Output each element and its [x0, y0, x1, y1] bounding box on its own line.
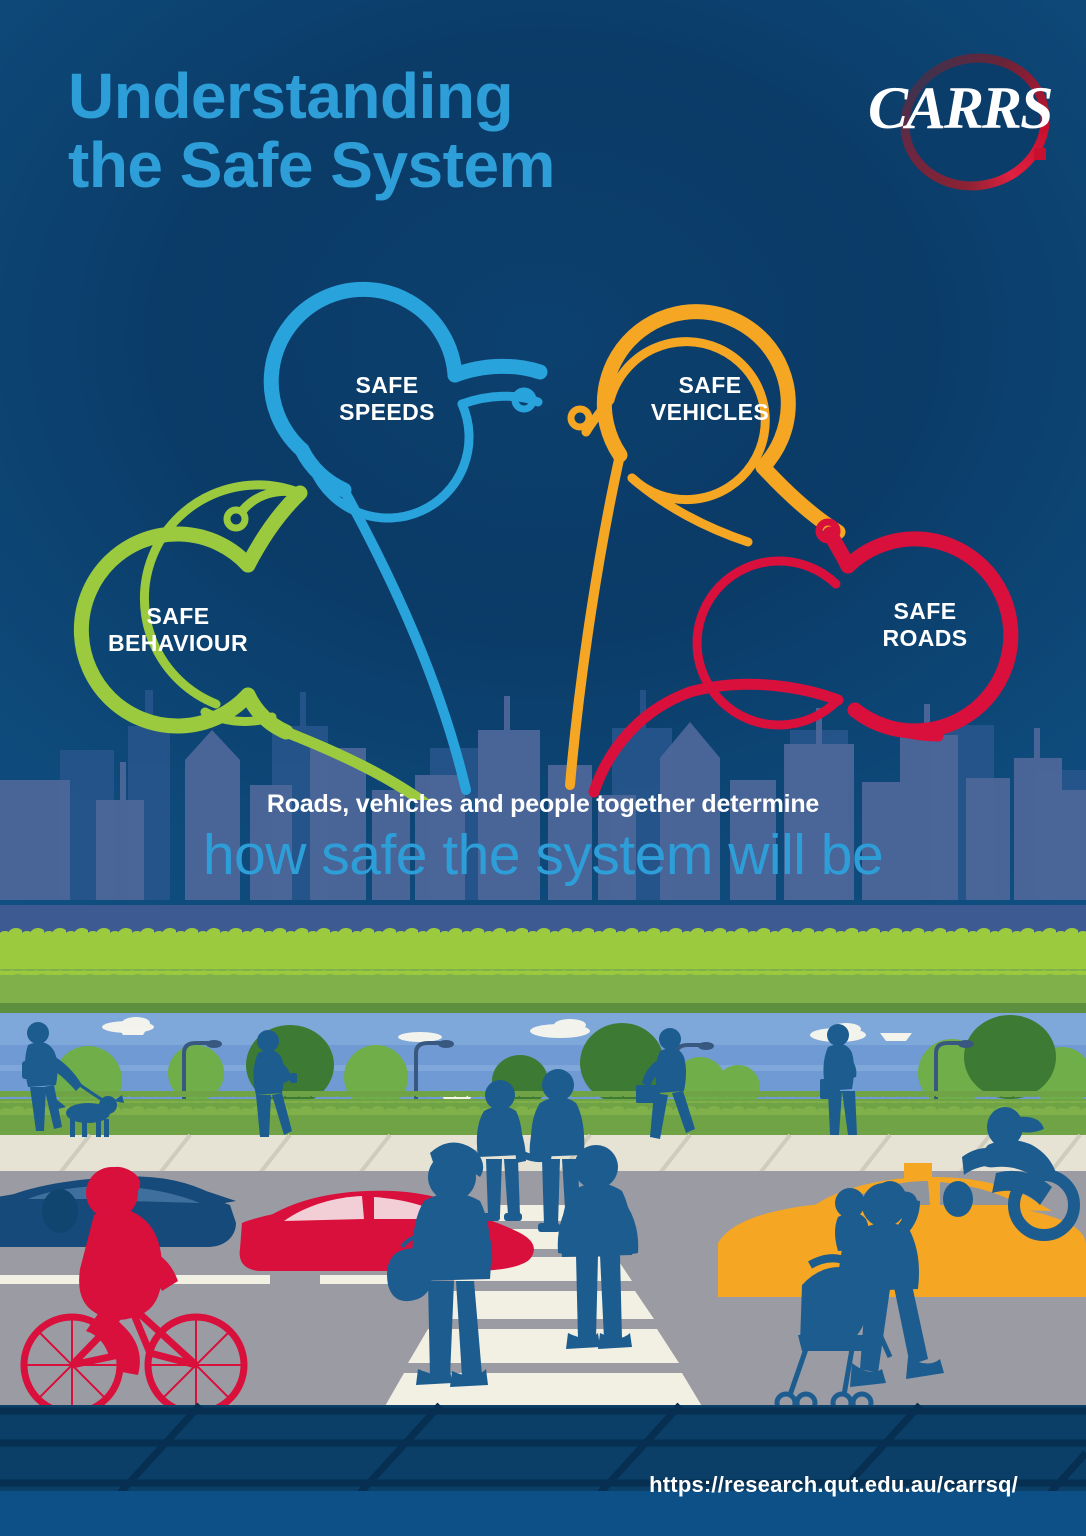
street-scene-illustration [0, 905, 1086, 1536]
scene-bottom-band [0, 1491, 1086, 1536]
couple-crossing-right [529, 1069, 585, 1232]
pedestrian-on-phone-2 [820, 1024, 857, 1135]
woman-with-handbag [387, 1142, 493, 1387]
pedestrian-with-briefcase [636, 1028, 695, 1139]
node-safe-behaviour-graphic [73, 480, 431, 800]
held-hands [520, 1151, 552, 1163]
node-safe-roads-graphic [588, 518, 1019, 798]
scene-dog [56, 1095, 124, 1137]
pedestrian-standing-right [557, 1145, 639, 1349]
scene-hedge-dark [0, 1003, 1086, 1013]
tagline-line-2: how safe the system will be [202, 823, 884, 887]
logo-wordmark: CARRS [868, 75, 1053, 141]
safe-system-diagram [73, 281, 1019, 800]
city-skyline [0, 690, 1086, 900]
tagline-line-1: Roads, vehicles and people together dete… [266, 790, 820, 818]
scene-dog-leash [57, 1067, 105, 1103]
pedestrian-on-phone-1 [253, 1030, 297, 1137]
scene-hedge-light [0, 935, 1086, 975]
tagline: Roads, vehicles and people together dete… [0, 790, 1086, 888]
logo-dot-icon [1034, 148, 1046, 160]
page-title: Understanding the Safe System [68, 60, 555, 202]
scene-plaza-lines [0, 1402, 1086, 1496]
scene-hedge-mid [0, 975, 1086, 1007]
node-safe-speeds-graphic [263, 281, 548, 795]
pram [774, 1254, 893, 1415]
carrs-logo: CARRS [858, 37, 1065, 207]
node-safe-vehicles-graphic [565, 304, 846, 790]
footer-url[interactable]: https://research.qut.edu.au/carrsq/ [649, 1472, 1018, 1497]
vehicle-motorcycle-rider [962, 1107, 1080, 1241]
